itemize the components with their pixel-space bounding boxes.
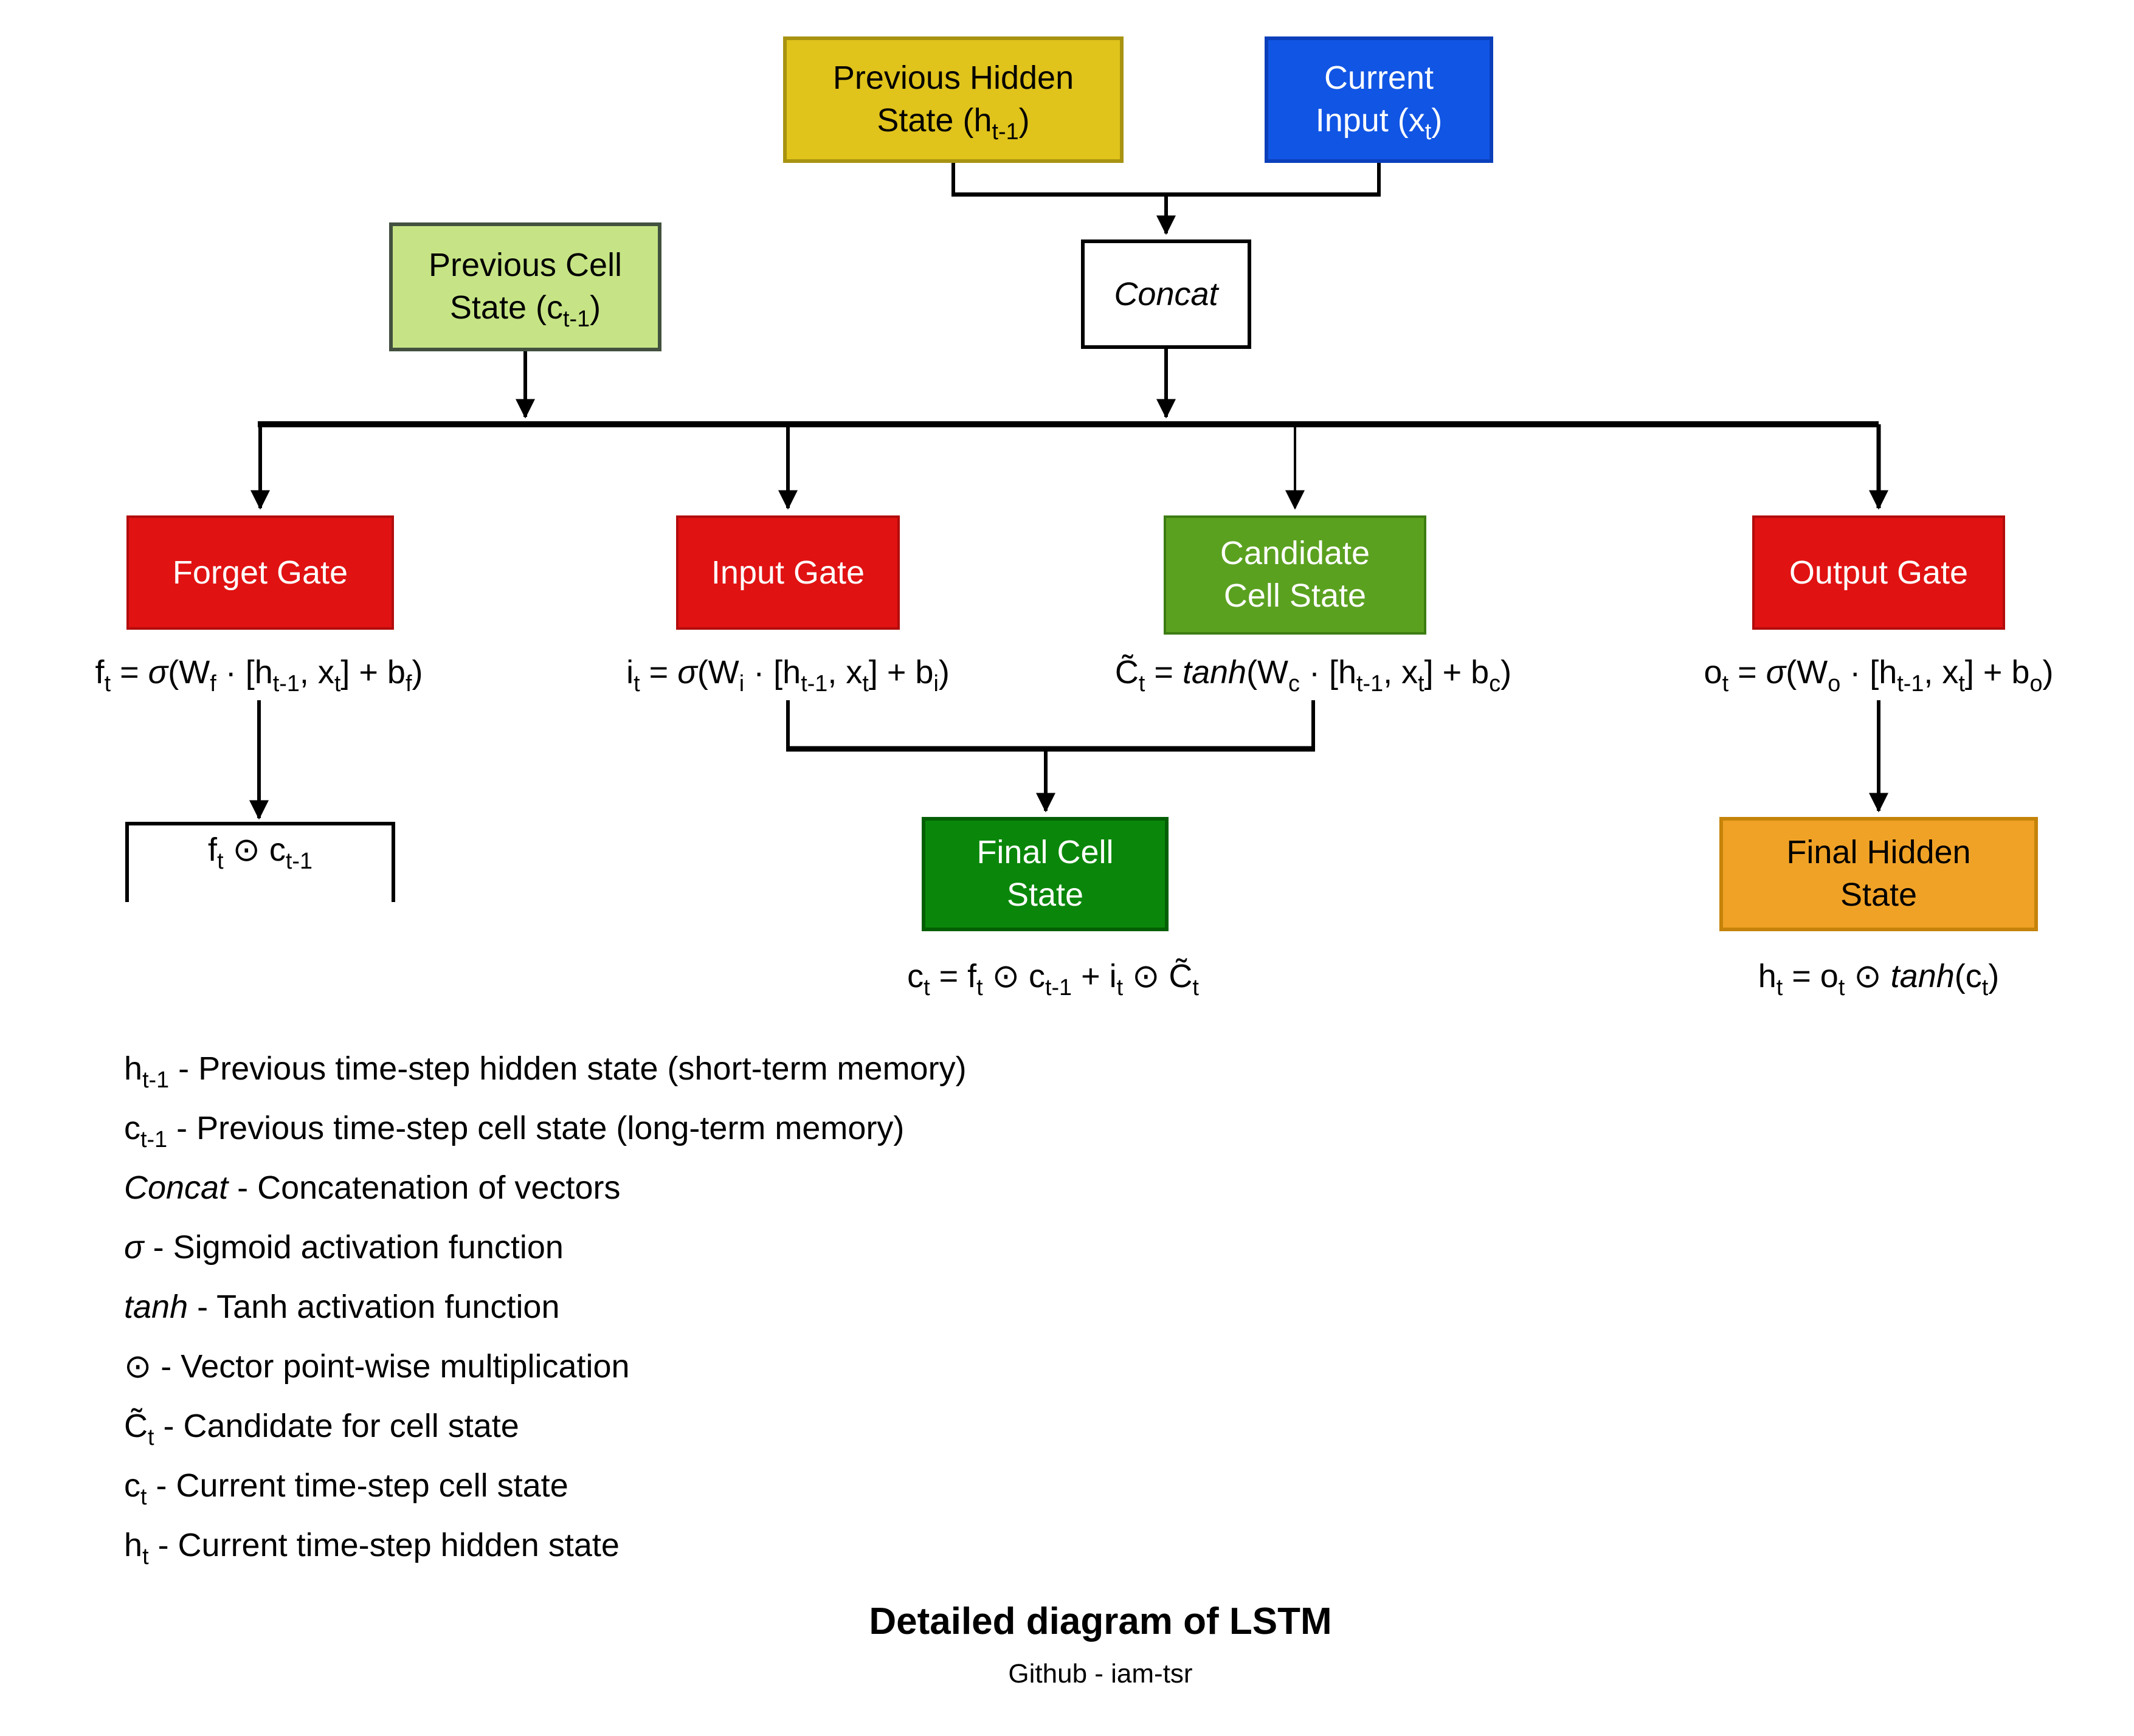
legend-item: ht-1 - Previous time-step hidden state (… [124, 1050, 967, 1094]
forget-gate-box: Forget Gate [126, 515, 394, 630]
legend: ht-1 - Previous time-step hidden state (… [124, 1050, 967, 1586]
forget-gate-formula: ft = σ(Wf · [ht-1, xt] + bf) [95, 654, 423, 698]
final-cell-formula: ct = ft ⊙ ct-1 + it ⊙ C̃t [907, 958, 1199, 1002]
forget-product-box: ft ⊙ ct-1 [125, 822, 395, 902]
legend-item: σ - Sigmoid activation function [124, 1229, 564, 1266]
legend-item: C̃t - Candidate for cell state [124, 1408, 519, 1452]
output-gate-label: Output Gate [1789, 554, 1969, 591]
diagram-title: Detailed diagram of LSTM [869, 1600, 1332, 1642]
legend-item: ht - Current time-step hidden state [124, 1527, 620, 1571]
legend-item: tanh - Tanh activation function [124, 1289, 560, 1325]
diagram-subtitle: Github - iam-tsr [1008, 1658, 1193, 1689]
input-gate-formula: it = σ(Wi · [ht-1, xt] + bi) [626, 654, 950, 698]
output-gate-box: Output Gate [1752, 515, 2005, 630]
output-gate-formula: ot = σ(Wo · [ht-1, xt] + bo) [1704, 654, 2054, 698]
legend-item: Concat - Concatenation of vectors [124, 1169, 621, 1206]
input-gate-label: Input Gate [711, 554, 865, 591]
final-hidden-formula: ht = ot ⊙ tanh(ct) [1758, 958, 2000, 1002]
forget-product-label: ft ⊙ ct-1 [208, 832, 313, 875]
concat-label: Concat [1114, 275, 1218, 312]
candidate-formula: C̃t = tanh(Wc · [ht-1, xt] + bc) [1114, 654, 1512, 698]
legend-item: ct - Current time-step cell state [124, 1467, 568, 1511]
concat-box: Concat [1081, 239, 1251, 349]
legend-item: ct-1 - Previous time-step cell state (lo… [124, 1110, 905, 1154]
legend-item: ⊙ - Vector point-wise multiplication [124, 1348, 630, 1385]
forget-gate-label: Forget Gate [172, 554, 348, 591]
input-gate-box: Input Gate [676, 515, 900, 630]
